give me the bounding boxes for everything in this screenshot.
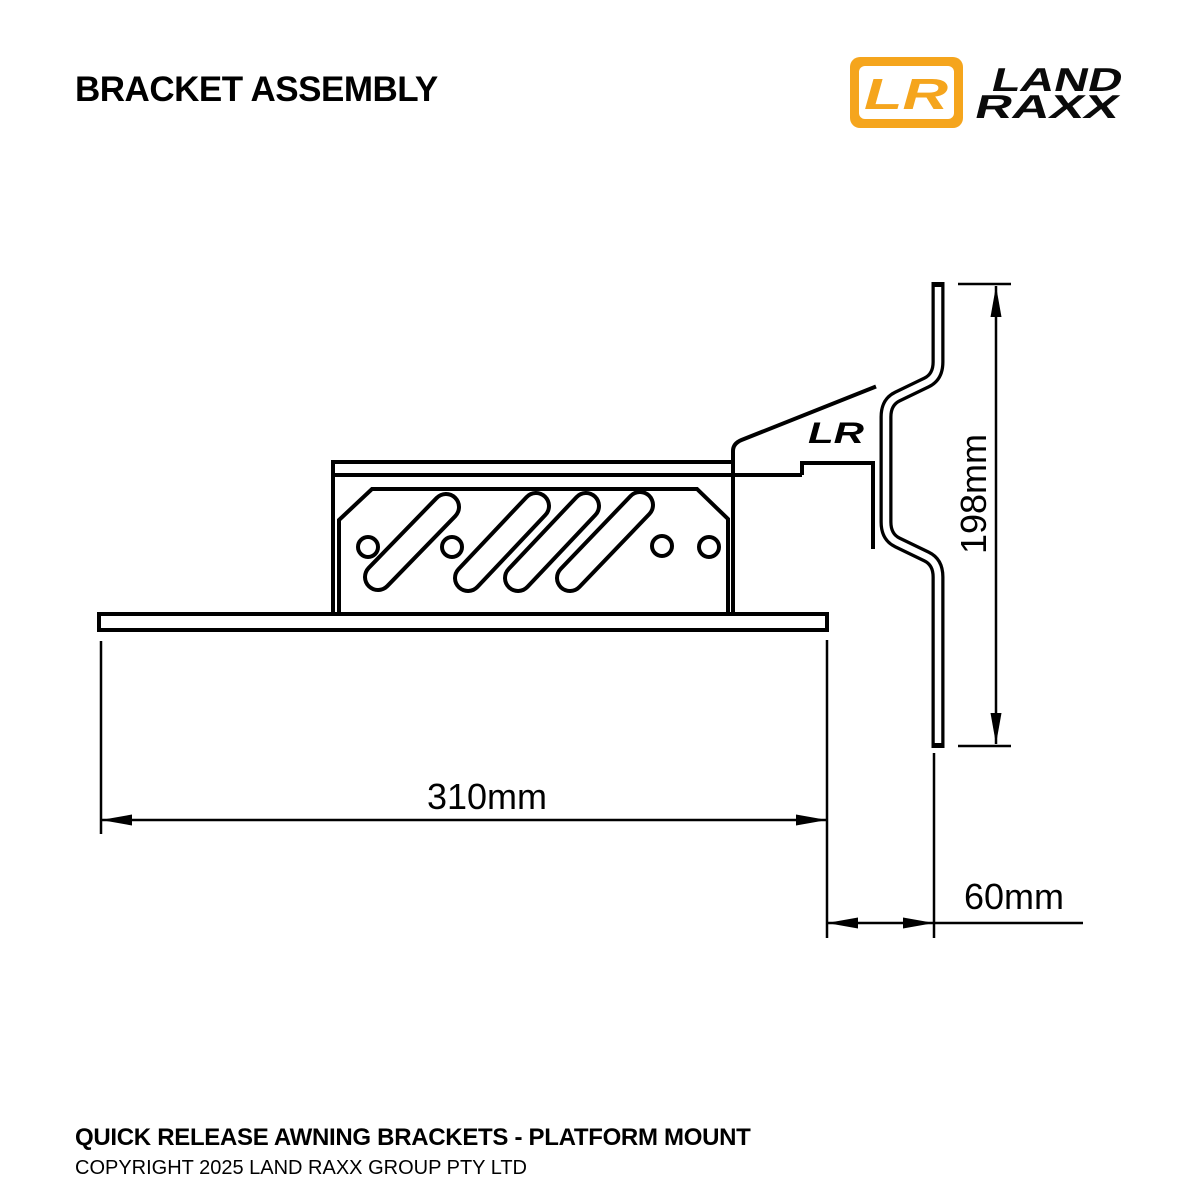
slot-core bbox=[457, 495, 547, 589]
gusset-plate bbox=[731, 384, 877, 616]
rail-core bbox=[882, 287, 942, 743]
lr-monogram-icon: LR bbox=[850, 57, 963, 128]
vertical-mount-rail bbox=[879, 282, 945, 748]
arrowhead-up-icon bbox=[990, 286, 1002, 317]
slot-core bbox=[367, 496, 457, 588]
rail-outline bbox=[879, 282, 945, 748]
bracket-body bbox=[331, 384, 877, 616]
brand-wordmark: LAND RAXX bbox=[971, 62, 1127, 125]
arrowhead-right-icon bbox=[796, 814, 827, 826]
arrowhead-left-icon bbox=[101, 814, 132, 826]
dimension-label-width: 310mm bbox=[427, 776, 547, 817]
copyright-line: COPYRIGHT 2025 LAND RAXX GROUP PTY LTD bbox=[75, 1157, 527, 1179]
brand-logo: LR LAND RAXX bbox=[850, 57, 1127, 128]
logo-monogram-text: LR bbox=[864, 70, 948, 119]
dimension-label-offset: 60mm bbox=[964, 876, 1064, 917]
bolt-hole bbox=[697, 535, 721, 559]
mounting-slots bbox=[363, 490, 655, 593]
wordmark-raxx: RAXX bbox=[971, 89, 1124, 125]
bolt-hole bbox=[650, 534, 674, 558]
arrowhead-right-icon bbox=[903, 917, 934, 929]
page-title: BRACKET ASSEMBLY bbox=[75, 70, 438, 109]
slot-core bbox=[507, 495, 597, 589]
dimension-label-height: 198mm bbox=[953, 434, 994, 554]
rail-end-notch bbox=[800, 461, 875, 549]
dimension-60mm: 60mm bbox=[827, 753, 1083, 938]
arrowhead-down-icon bbox=[990, 713, 1002, 744]
platform-baseplate bbox=[97, 612, 829, 632]
dimension-310mm: 310mm bbox=[99, 640, 829, 938]
bolt-hole bbox=[440, 535, 464, 559]
bolt-holes bbox=[356, 534, 721, 559]
slot-core bbox=[559, 494, 651, 589]
arrowhead-left-icon bbox=[827, 917, 858, 929]
wordmark-land: LAND bbox=[988, 62, 1127, 98]
bolt-hole bbox=[356, 535, 380, 559]
bracket-outline bbox=[331, 460, 733, 616]
slot-panel bbox=[337, 487, 730, 616]
product-title: QUICK RELEASE AWNING BRACKETS - PLATFORM… bbox=[75, 1124, 751, 1151]
logo-badge-inner bbox=[859, 66, 954, 119]
lr-engraving-icon: LR bbox=[808, 417, 864, 450]
dimension-198mm: 198mm bbox=[953, 282, 1011, 748]
